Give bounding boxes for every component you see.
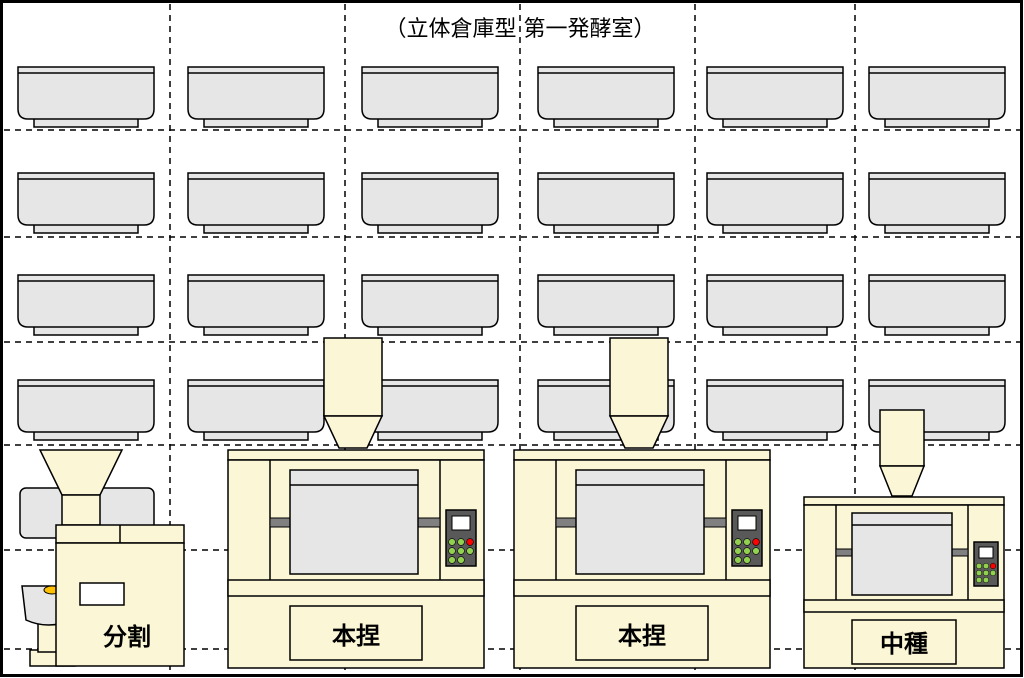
dough-container (868, 66, 1006, 128)
dough-container-rack (17, 66, 1006, 441)
mixer2-label-plate (575, 605, 709, 661)
mixer2-panel-buttons (734, 538, 760, 564)
mixer1-top-beam (227, 449, 485, 461)
dough-container (187, 172, 325, 234)
mixer2-label: 本捏 (618, 622, 666, 650)
sponge-mixer: 中種 (803, 409, 1005, 669)
room-title: （立体倉庫型 第一発酵室） (385, 17, 656, 42)
mixer1-panel-buttons (448, 538, 474, 564)
dough-container (17, 66, 155, 128)
dough-container (537, 274, 675, 336)
mixer1-silo-cone (322, 415, 384, 449)
main-mixer-2: 本捏 (513, 337, 771, 669)
mixer2-base-beam (513, 579, 771, 597)
mixer2-silo (609, 337, 669, 417)
dough-container (187, 274, 325, 336)
dough-container (17, 379, 155, 441)
sponge-top-beam (803, 496, 1005, 506)
main-mixer-1: 本捏 (227, 337, 485, 669)
mixer2-panel-screen (737, 515, 757, 531)
mixer1-label-plate (289, 605, 423, 661)
dough-container (17, 274, 155, 336)
divider-machine: 分割 (19, 449, 185, 667)
dough-container (361, 172, 499, 234)
sponge-bowl (851, 512, 953, 596)
dough-container (17, 172, 155, 234)
dough-container (361, 66, 499, 128)
sponge-base-beam (803, 599, 1005, 613)
divider-hopper-neck (61, 494, 101, 526)
mixer1-base-beam (227, 579, 485, 597)
mixer1-bowl (289, 469, 419, 575)
mixer1-label: 本捏 (332, 622, 380, 650)
dough-container (187, 379, 325, 441)
dough-container (361, 274, 499, 336)
sponge-label: 中種 (880, 630, 928, 658)
divider-label: 分割 (103, 623, 151, 651)
dough-container (706, 274, 844, 336)
dough-container (706, 379, 844, 441)
dough-container (868, 172, 1006, 234)
sponge-silo (879, 409, 925, 467)
mixer2-top-beam (513, 449, 771, 461)
dough-container (361, 379, 499, 441)
dough-container (868, 274, 1006, 336)
dough-container (706, 172, 844, 234)
dough-container (706, 66, 844, 128)
dough-container (537, 66, 675, 128)
sponge-silo-cone (878, 465, 926, 497)
mixer2-bowl (575, 469, 705, 575)
divider-display (79, 582, 125, 606)
mixer1-silo (323, 337, 383, 417)
dough-container (187, 66, 325, 128)
sponge-panel-buttons (975, 562, 997, 584)
sponge-label-plate (851, 619, 957, 665)
mixer2-silo-cone (608, 415, 670, 449)
mixer1-panel-screen (451, 515, 471, 531)
sponge-panel-screen (978, 546, 994, 559)
dough-container (537, 172, 675, 234)
